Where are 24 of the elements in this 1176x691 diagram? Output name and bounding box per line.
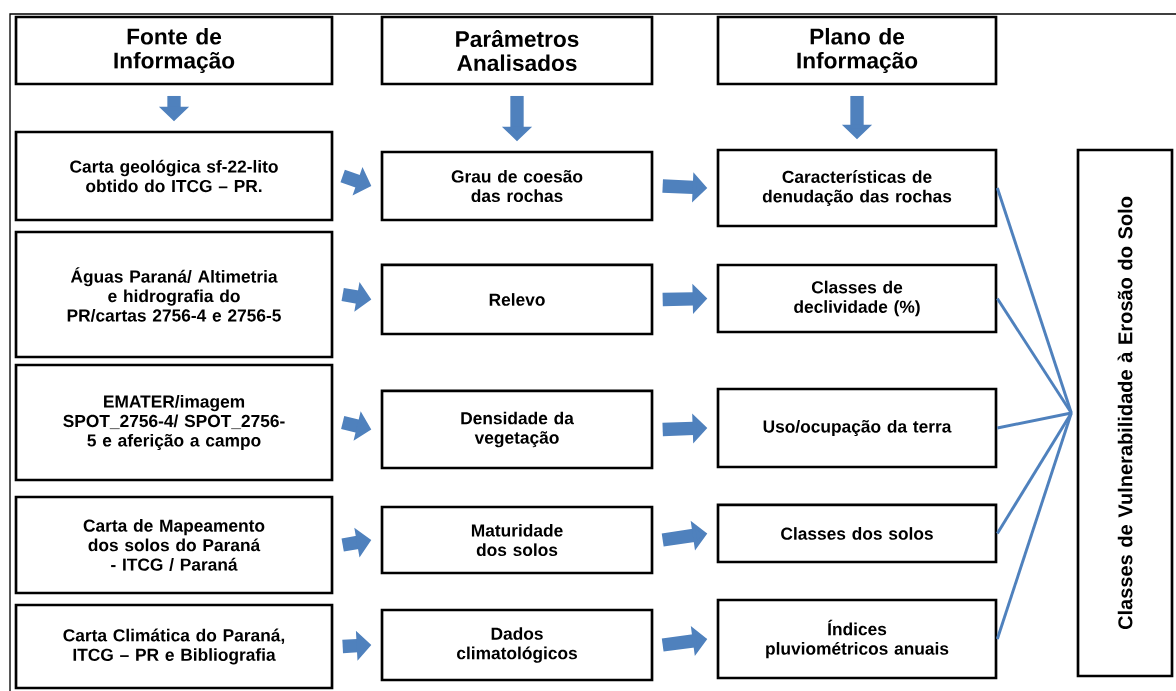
process-box: Classes dos solos — [716, 503, 998, 564]
source-box: EMATER/imagem SPOT_2756-4/ SPOT_2756-5 e aferição a campo — [14, 363, 334, 482]
process-box: Densidade da vegetação — [380, 389, 654, 470]
process-box: Índices pluviométricos anuais — [716, 598, 998, 680]
source-box: Carta Climática do Paraná, ITCG – PR e Bibliografia — [14, 603, 334, 690]
process-box: Características de denudação das rochas — [716, 148, 998, 228]
source-box: Carta de Mapeamento dos solos do Paraná - ITCG / Paraná — [14, 495, 334, 595]
connector-line — [997, 411, 1072, 430]
column-header-box: Parâmetros Analisados — [380, 15, 654, 86]
connector-line — [995, 412, 1073, 640]
process-box: Dados climatológicos — [380, 608, 654, 682]
process-box: Maturidade dos solos — [380, 505, 654, 575]
process-box: Grau de coesão das rochas — [380, 150, 654, 222]
connector-line — [995, 187, 1073, 414]
process-box: Uso/ocupação da terra — [716, 387, 998, 469]
source-box: Carta geológica sf-22-lito obtido do ITCG – PR. — [14, 130, 334, 222]
process-box: Relevo — [380, 263, 654, 336]
process-box: Classes de declividade (%) — [716, 263, 998, 334]
source-box: Águas Paraná/ Altimetria e hidrografia do PR/cartas 2756-4 e 2756-5 — [14, 230, 334, 359]
column-header-box: Plano de Informação — [716, 15, 998, 86]
connector-line — [996, 297, 1073, 414]
result-box: Classes de Vulnerabilidade à Erosão do Solo — [1076, 148, 1174, 678]
connector-line — [996, 412, 1073, 535]
column-header-box: Fonte de Informação — [14, 15, 334, 86]
